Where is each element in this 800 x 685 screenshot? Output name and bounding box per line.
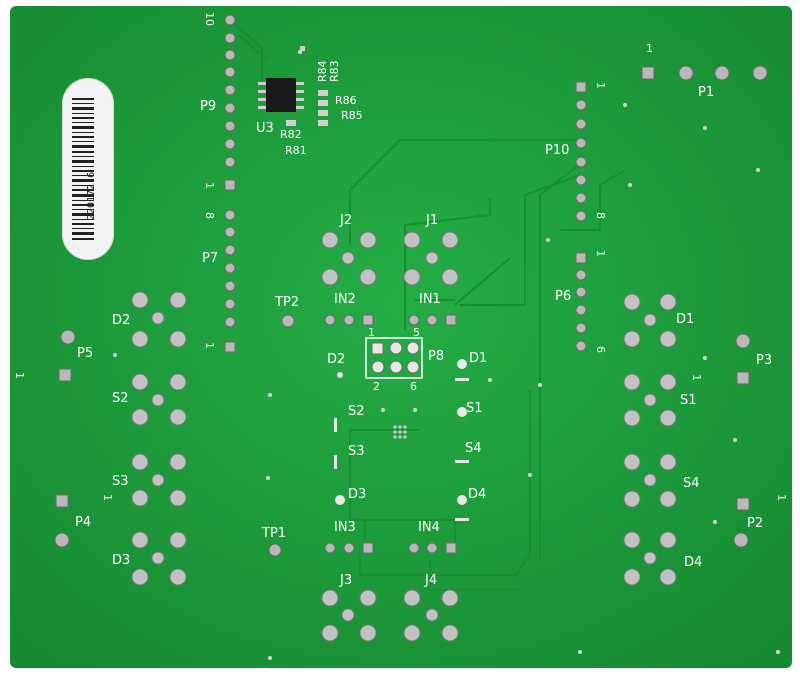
label-r84: R84 xyxy=(316,60,329,82)
label-p8-pin1: 1 xyxy=(368,326,375,339)
label-p9: P9 xyxy=(200,99,216,114)
label-j4: J4 xyxy=(424,573,437,588)
board-substrate xyxy=(10,6,792,668)
traces xyxy=(229,19,626,591)
label-p1-pin1: 1 xyxy=(646,42,653,55)
label-s4-mid: S4 xyxy=(465,441,482,456)
label-pin1-p9: 1 xyxy=(203,182,216,189)
label-s4-right: S4 xyxy=(683,476,700,491)
label-s3-mid: S3 xyxy=(348,444,365,459)
silkscreen-labels: P1 P2 P3 P4 P5 P6 P7 P8 P9 P10 J1 J2 J3 … xyxy=(13,12,788,588)
serial-label-sticker xyxy=(62,78,114,260)
label-p8-pin6: 6 xyxy=(410,380,417,393)
label-in4: IN4 xyxy=(418,520,440,535)
label-s2-mid: S2 xyxy=(348,404,365,419)
label-s2-left: S2 xyxy=(112,391,129,406)
label-d1-mid: D1 xyxy=(469,351,487,366)
smd-markers xyxy=(334,359,469,521)
label-j1: J1 xyxy=(425,213,438,228)
label-r81: R81 xyxy=(285,144,307,157)
label-pin8-p7: 8 xyxy=(203,212,216,219)
label-u3: U3 xyxy=(256,121,274,136)
label-d4-mid: D4 xyxy=(468,487,486,502)
label-s1-right: S1 xyxy=(680,393,697,408)
label-d1-right: D1 xyxy=(676,312,694,327)
label-p2: P2 xyxy=(747,516,763,531)
bga-footprint xyxy=(393,425,407,439)
label-p4-pin1: 1 xyxy=(101,494,114,501)
label-pin1-p6: 1 xyxy=(594,250,607,257)
header-p9-p7 xyxy=(224,14,236,353)
label-p8-pin5: 5 xyxy=(413,326,420,339)
label-p3: P3 xyxy=(756,353,772,368)
u3-ic xyxy=(258,46,328,126)
label-r86: R86 xyxy=(335,94,357,107)
label-d4-right: D4 xyxy=(684,555,702,570)
label-pin8-p10: 8 xyxy=(594,212,607,219)
label-p6: P6 xyxy=(555,289,571,304)
label-j2: J2 xyxy=(339,213,352,228)
label-r82: R82 xyxy=(280,128,302,141)
label-p7: P7 xyxy=(202,251,218,266)
test-pads xyxy=(54,314,751,557)
label-edge-left-1: 1 xyxy=(13,372,26,379)
jack-pad-clusters xyxy=(321,231,459,642)
label-pin6-p6: 6 xyxy=(594,346,607,353)
label-p8-pin2: 2 xyxy=(373,380,380,393)
label-p5: P5 xyxy=(77,346,93,361)
label-p8: P8 xyxy=(428,349,444,364)
label-r85: R85 xyxy=(341,109,363,122)
label-edge-right-1: 1 xyxy=(775,494,788,501)
vias xyxy=(113,50,780,660)
label-d2-mid: D2 xyxy=(327,352,345,367)
label-p4: P4 xyxy=(75,515,91,530)
label-p1: P1 xyxy=(698,85,714,100)
label-d1-left: D2 xyxy=(112,313,130,328)
barcode-icon xyxy=(72,98,94,240)
label-p10: P10 xyxy=(545,143,569,158)
left-pad-clusters xyxy=(131,291,187,586)
label-tp2: TP2 xyxy=(274,295,299,310)
label-p3-pin1: 1 xyxy=(690,374,703,381)
label-s1-mid: S1 xyxy=(466,401,483,416)
in-connectors xyxy=(324,314,457,554)
label-d3-left: D3 xyxy=(112,553,130,568)
label-r83: R83 xyxy=(328,60,341,82)
right-pad-clusters xyxy=(623,293,677,586)
header-p1 xyxy=(641,65,768,81)
label-s3-left: S3 xyxy=(112,474,129,489)
header-p8 xyxy=(365,337,423,379)
label-in1: IN1 xyxy=(419,292,441,307)
label-pin1-p7: 1 xyxy=(203,342,216,349)
label-d3-mid: D3 xyxy=(348,487,366,502)
label-j3: J3 xyxy=(339,573,352,588)
label-in2: IN2 xyxy=(334,292,356,307)
label-tp1: TP1 xyxy=(261,526,286,541)
label-pin1-p10: 1 xyxy=(594,82,607,89)
header-p10-p6 xyxy=(575,81,587,352)
label-in3: IN3 xyxy=(334,520,356,535)
serial-number: 220172-6 xyxy=(86,171,97,220)
label-pin10: 10 xyxy=(203,12,216,26)
